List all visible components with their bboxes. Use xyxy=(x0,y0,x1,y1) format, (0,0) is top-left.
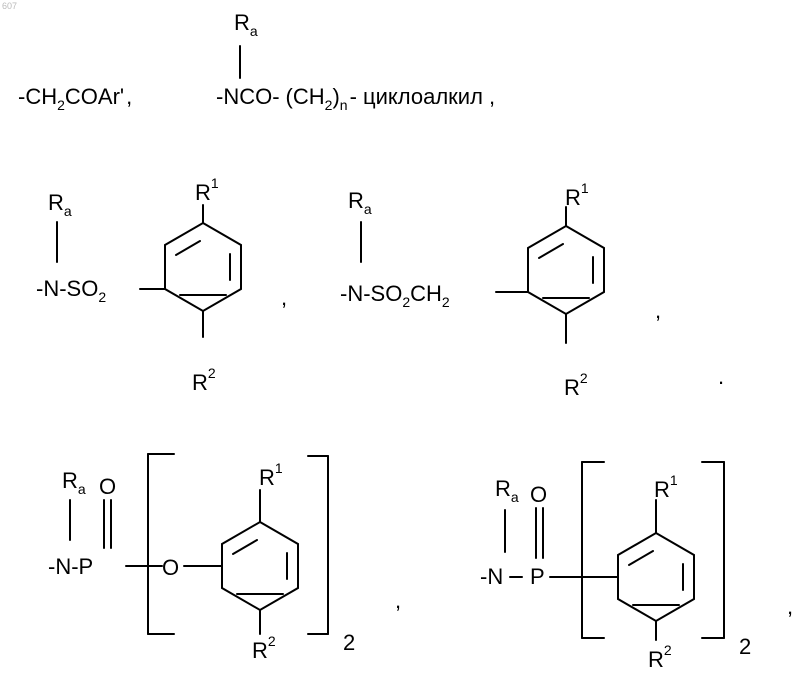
benzene-ring xyxy=(618,533,694,621)
ch2-sub: 2 xyxy=(325,97,333,113)
ra-label: R xyxy=(495,476,511,501)
svg-text:R2: R2 xyxy=(564,370,588,400)
svg-text:-N-SO2: -N-SO2 xyxy=(36,276,106,305)
ra-sub: a xyxy=(250,23,258,39)
svg-text:Ra: Ra xyxy=(62,468,86,497)
acyl-comma: , xyxy=(126,84,132,109)
benzene-ring xyxy=(222,522,298,610)
svg-text:-NCO-(CH2)n- циклоалкил ,: -NCO-(CH2)n- циклоалкил , xyxy=(216,84,495,113)
nso2-label: -N-SO xyxy=(36,276,98,301)
ra-sub: a xyxy=(64,203,72,219)
separator-comma: , xyxy=(281,285,287,310)
n-sub: n xyxy=(340,97,348,113)
r2-label: R xyxy=(192,370,208,395)
nco-label: -NCO- xyxy=(216,84,280,109)
ra-sub: a xyxy=(511,489,519,505)
oxo-label: O xyxy=(530,482,547,507)
r1-sup: 1 xyxy=(670,472,678,488)
oxo-label: O xyxy=(99,474,116,499)
svg-text:Ra: Ra xyxy=(234,10,258,39)
svg-text:Ra: Ra xyxy=(495,476,519,505)
r1-sup: 1 xyxy=(581,180,589,196)
phosphoramidate-diaryl-group: Ra O -N-P O R1 R2 2 , xyxy=(48,454,401,663)
r1-label: R xyxy=(259,465,275,490)
r1-label: R xyxy=(654,477,670,502)
svg-text:R1: R1 xyxy=(195,175,219,205)
r2-sup: 2 xyxy=(208,365,216,381)
phosphinamide-diaryl-group: Ra O -N P R1 R2 2 , xyxy=(480,462,793,672)
r1-label: R xyxy=(565,185,581,210)
svg-text:-N-SO2CH2: -N-SO2CH2 xyxy=(340,281,450,310)
ra-label: R xyxy=(348,188,364,213)
ch2-close: ) xyxy=(332,84,339,109)
multiplier-label: 2 xyxy=(343,630,355,655)
svg-text:R1: R1 xyxy=(654,472,678,502)
ra-label: R xyxy=(62,468,78,493)
svg-text:-CH2COAr',: -CH2COAr', xyxy=(18,84,132,113)
acyl-group: -CH2COAr', xyxy=(18,84,132,113)
ra-sub: a xyxy=(364,201,372,217)
r2-sup: 2 xyxy=(664,642,672,658)
separator-comma: , xyxy=(395,588,401,613)
acyl-sub: 2 xyxy=(57,97,65,113)
so2-sub: 2 xyxy=(98,289,106,305)
svg-text:Ra: Ra xyxy=(48,190,72,219)
ch2-open: (CH xyxy=(286,84,325,109)
cycloalkyl-amide-group: Ra -NCO-(CH2)n- циклоалкил , xyxy=(216,10,495,113)
n-label: -N xyxy=(480,564,503,589)
ch2-sub: 2 xyxy=(442,294,450,310)
stray-dot: . xyxy=(718,364,724,389)
sulfonyl-phenyl-group: Ra -N-SO2 R1 R2 , xyxy=(36,175,287,395)
ra-sub: a xyxy=(78,481,86,497)
r1-sup: 1 xyxy=(275,460,283,476)
r2-label: R xyxy=(252,638,268,663)
r2-sup: 2 xyxy=(580,370,588,386)
r2-label: R xyxy=(648,647,664,672)
svg-text:R2: R2 xyxy=(252,633,276,663)
multiplier-label: 2 xyxy=(739,634,751,659)
ra-label: R xyxy=(48,190,64,215)
ether-o-label: O xyxy=(162,555,179,580)
r2-label: R xyxy=(564,375,580,400)
acyl-prefix: -CH xyxy=(18,84,57,109)
np-label: -N-P xyxy=(48,554,93,579)
svg-text:Ra: Ra xyxy=(348,188,372,217)
r1-sup: 1 xyxy=(211,175,219,191)
separator-comma: , xyxy=(787,594,793,619)
p-label: P xyxy=(530,564,545,589)
r2-sup: 2 xyxy=(268,633,276,649)
r1-label: R xyxy=(195,180,211,205)
sulfonylmethyl-phenyl-group: Ra -N-SO2CH2 R1 R2 , . xyxy=(340,180,724,400)
acyl-rest: COAr' xyxy=(65,84,124,109)
svg-text:R2: R2 xyxy=(648,642,672,672)
benzene-ring xyxy=(165,223,241,311)
so2-sub: 2 xyxy=(402,294,410,310)
ch2-label: CH xyxy=(410,281,442,306)
benzene-ring xyxy=(528,226,604,314)
separator-comma: , xyxy=(655,298,661,323)
cycloalkyl-label: - циклоалкил , xyxy=(350,84,496,109)
svg-text:R1: R1 xyxy=(565,180,589,210)
svg-text:R2: R2 xyxy=(192,365,216,395)
nso2-label: -N-SO xyxy=(340,281,402,306)
page-number: 607 xyxy=(2,1,17,11)
svg-text:R1: R1 xyxy=(259,460,283,490)
ra-label: R xyxy=(234,10,250,35)
